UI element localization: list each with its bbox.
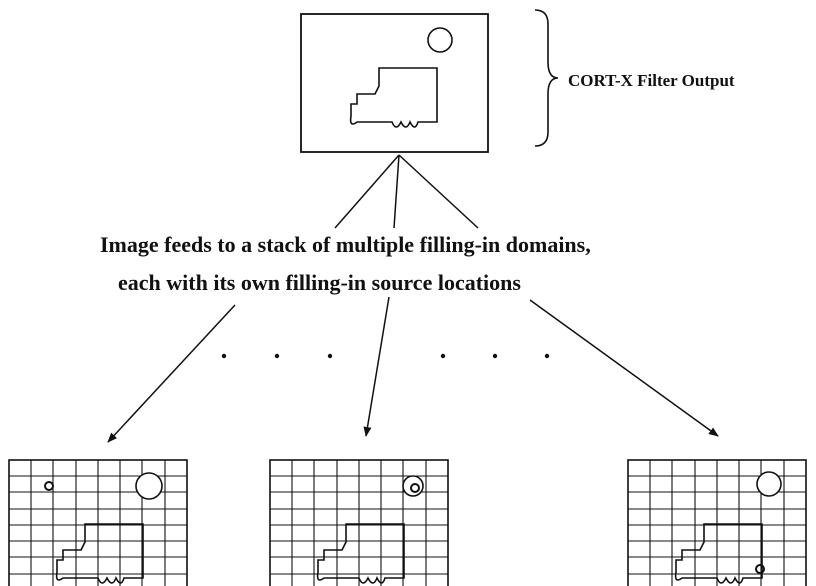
- filter-output-label: CORT-X Filter Output: [568, 71, 735, 90]
- filling-in-domain-2: [269, 459, 449, 586]
- filling-in-source-marker: [755, 564, 765, 574]
- sun-circle: [756, 471, 782, 497]
- filling-in-source-marker: [410, 483, 420, 493]
- sun-circle: [135, 472, 163, 500]
- domain-arrows: [107, 296, 719, 443]
- upper-lines: [334, 154, 479, 229]
- filter-output-image: [300, 13, 489, 153]
- truck-outline: [349, 67, 438, 128]
- ellipsis-dots: [221, 353, 550, 359]
- filling-in-domain-3: [627, 459, 807, 586]
- curly-brace: [534, 9, 559, 147]
- filling-in-domain-1: [8, 459, 188, 586]
- sun-circle: [427, 27, 453, 53]
- sun-circle: [402, 475, 424, 497]
- caption-line-2: each with its own filling-in source loca…: [118, 270, 521, 295]
- filling-in-source-marker: [44, 481, 54, 491]
- caption-line-1: Image feeds to a stack of multiple filli…: [100, 232, 591, 257]
